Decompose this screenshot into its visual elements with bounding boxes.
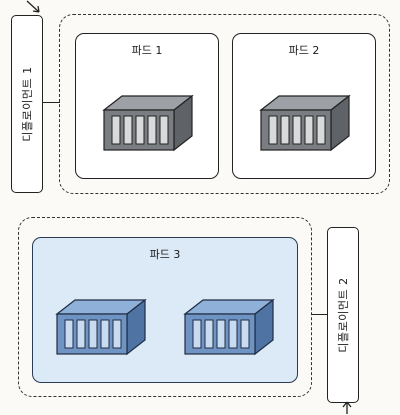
container-icon	[259, 92, 351, 152]
pod-3: 파드 3	[32, 237, 298, 383]
pod-3-label: 파드 3	[149, 248, 181, 261]
deployment-1-label: 디플로이먼트 1	[21, 66, 34, 142]
deployment-2-box: 디플로이먼트 2	[327, 227, 359, 403]
connector-line	[43, 102, 60, 103]
pod-2-label: 파드 2	[288, 44, 320, 57]
arrow-icon	[342, 401, 352, 414]
container-icon	[102, 92, 194, 152]
deployment-1-box: 디플로이먼트 1	[11, 15, 43, 193]
pod-group-2	[18, 217, 312, 397]
deployment-2-label: 디플로이먼트 2	[337, 277, 350, 353]
pod-group-1	[59, 14, 390, 194]
pod-1: 파드 1	[75, 33, 219, 179]
container-icon	[55, 296, 147, 356]
connector-line	[312, 314, 328, 315]
pod-2: 파드 2	[232, 33, 376, 179]
pod-1-label: 파드 1	[131, 44, 163, 57]
container-icon	[183, 296, 275, 356]
arrow-icon	[26, 0, 40, 13]
